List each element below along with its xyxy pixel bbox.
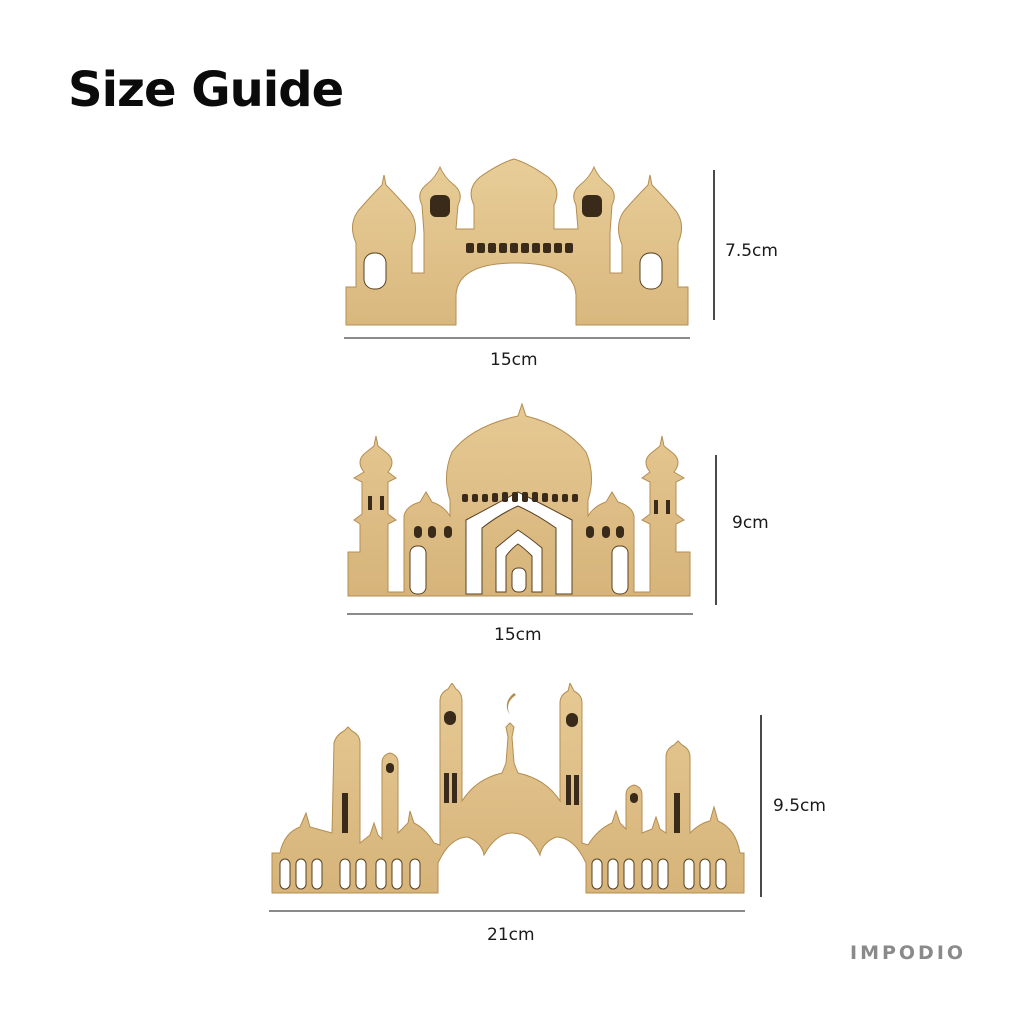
height-label-3: 9.5cm: [773, 796, 826, 816]
mosque-silhouette-3: [271, 683, 745, 894]
page-title: Size Guide: [68, 62, 344, 118]
height-label-1: 7.5cm: [725, 241, 778, 261]
mosque-silhouette-2: [347, 402, 691, 597]
mosque-silhouette-1: [345, 158, 689, 326]
height-dimension-line-2: [715, 455, 717, 605]
brand-logo: IMPODIO: [850, 942, 967, 964]
height-dimension-line-1: [713, 170, 715, 320]
height-dimension-line-3: [760, 715, 762, 897]
width-dimension-line-2: [347, 613, 693, 615]
width-dimension-line-3: [269, 910, 745, 912]
height-label-2: 9cm: [732, 513, 769, 533]
width-label-2: 15cm: [494, 625, 542, 645]
width-label-1: 15cm: [490, 350, 538, 370]
width-label-3: 21cm: [487, 925, 535, 945]
width-dimension-line-1: [344, 337, 690, 339]
